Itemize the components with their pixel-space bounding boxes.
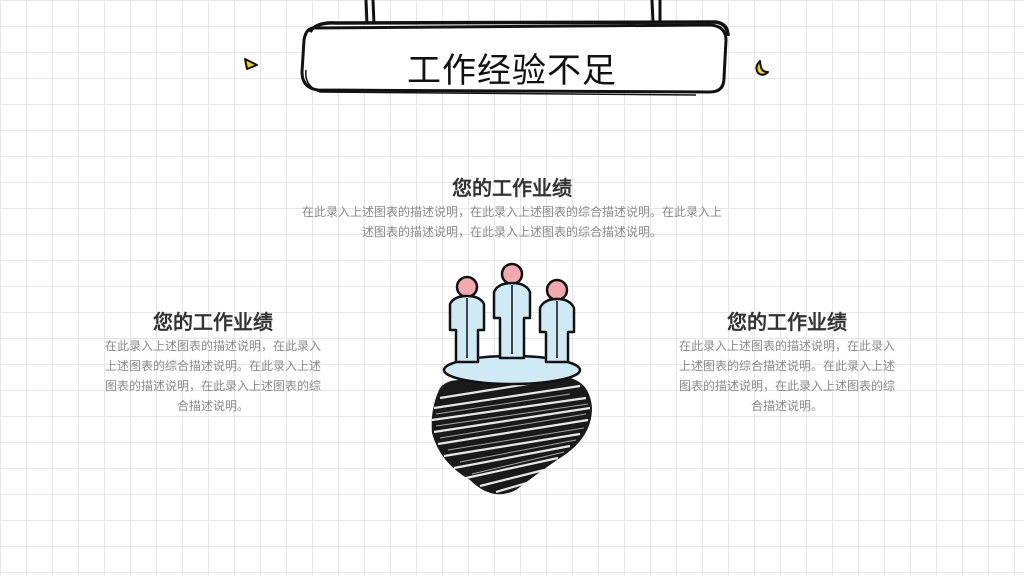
page-title: 工作经验不足 [407,50,617,91]
scribble-rock [431,378,592,495]
left-block-heading: 您的工作业绩 [153,310,273,334]
top-block-heading: 您的工作业绩 [452,176,572,200]
team-on-rock-illustration [431,262,592,495]
right-block-description: 在此录入上述图表的描述说明，在此录入上述图表的综合描述说明。在此录入上述图表的描… [678,339,895,413]
triangle-doodle-icon [244,58,258,70]
right-block-heading: 您的工作业绩 [727,310,847,334]
left-block-description: 在此录入上述图表的描述说明，在此录入上述图表的综合描述说明。在此录入上述图表的描… [104,339,321,413]
moon-doodle-icon [755,60,769,76]
people-group-icon [448,262,576,364]
top-block-description: 在此录入上述图表的描述说明，在此录入上述图表的综合描述说明。在此录入上述图表的描… [302,205,723,239]
hanging-sign [300,0,730,96]
